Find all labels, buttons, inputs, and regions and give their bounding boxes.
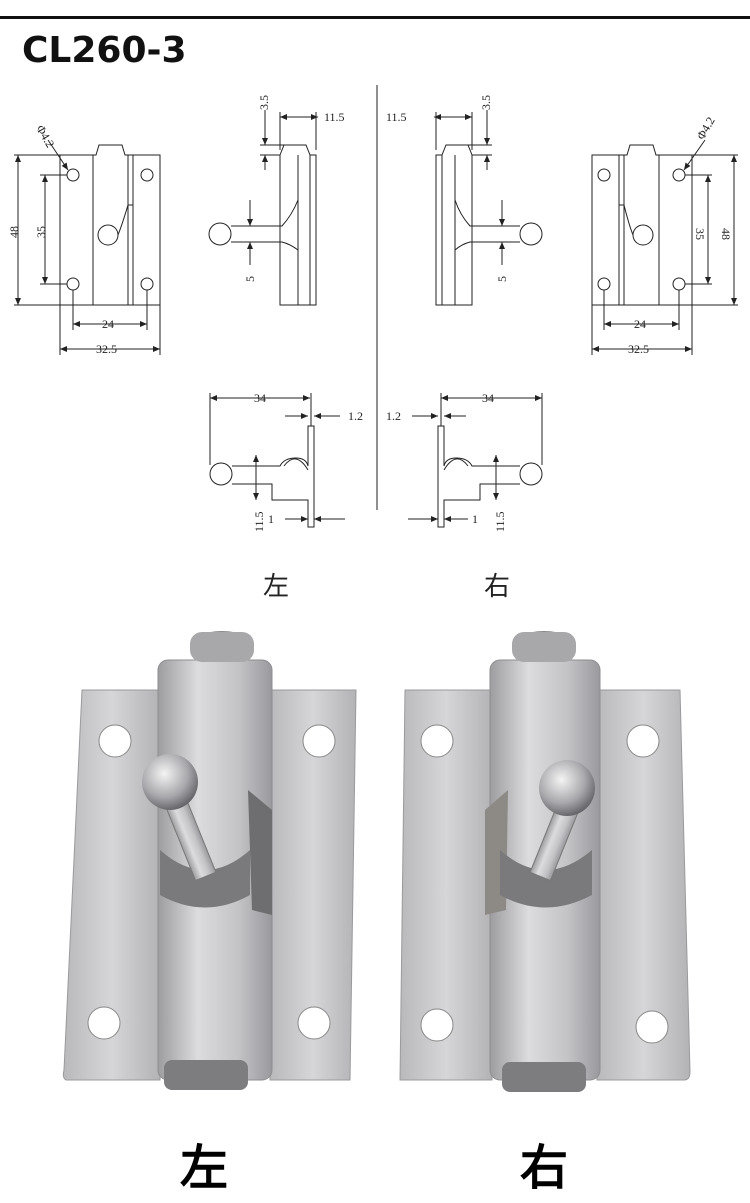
dim-thickness-right: 11.5 <box>386 110 407 124</box>
top-rule <box>0 16 750 19</box>
label-right-drawing: 右 <box>484 572 511 602</box>
left-bottom-view <box>209 393 345 528</box>
right-side-view <box>434 110 543 306</box>
technical-drawing: Φ4.2 48 35 24 32.5 3.5 11.5 5 34 1.2 11.… <box>7 85 738 532</box>
dim-hole-left: Φ4.2 <box>33 123 57 151</box>
dim-total-length-right: 34 <box>482 391 494 405</box>
label-left-photo: 左 <box>180 1140 229 1196</box>
dim-pin-offset-left: 5 <box>243 276 257 282</box>
dim-plate-thickness-right: 1.2 <box>386 409 401 423</box>
dim-width-left: 32.5 <box>96 342 117 356</box>
right-front-view <box>591 139 738 355</box>
dim-pin-offset-right: 5 <box>495 276 509 282</box>
photo-left-latch <box>62 631 357 1090</box>
left-front-view <box>14 139 161 355</box>
dim-top-offset-left: 3.5 <box>257 95 271 110</box>
label-left-drawing: 左 <box>263 572 290 602</box>
dim-plate-thickness-left: 1.2 <box>348 409 363 423</box>
dim-base-height-left: 11.5 <box>252 511 266 532</box>
dim-height-right: 48 <box>719 228 733 240</box>
dim-hole-right: Φ4.2 <box>694 114 718 142</box>
dim-base-thickness-right: 1 <box>472 512 478 526</box>
label-right-photo: 右 <box>520 1140 569 1196</box>
dim-hole-spacing-h-left: 24 <box>102 317 114 331</box>
right-bottom-view <box>408 393 543 528</box>
dim-hole-spacing-v-right: 35 <box>693 228 707 240</box>
dim-height-left: 48 <box>7 226 21 238</box>
dim-hole-spacing-h-right: 24 <box>634 317 646 331</box>
dim-base-height-right: 11.5 <box>493 511 507 532</box>
dim-base-thickness-left: 1 <box>268 512 274 526</box>
photo-right-latch <box>399 631 691 1092</box>
dim-thickness-left: 11.5 <box>324 110 345 124</box>
model-title: CL260-3 <box>22 30 187 71</box>
dim-total-length-left: 34 <box>254 391 266 405</box>
dim-top-offset-right: 3.5 <box>479 95 493 110</box>
dim-hole-spacing-v-left: 35 <box>34 226 48 238</box>
left-side-view <box>208 110 318 306</box>
dim-width-right: 32.5 <box>628 342 649 356</box>
